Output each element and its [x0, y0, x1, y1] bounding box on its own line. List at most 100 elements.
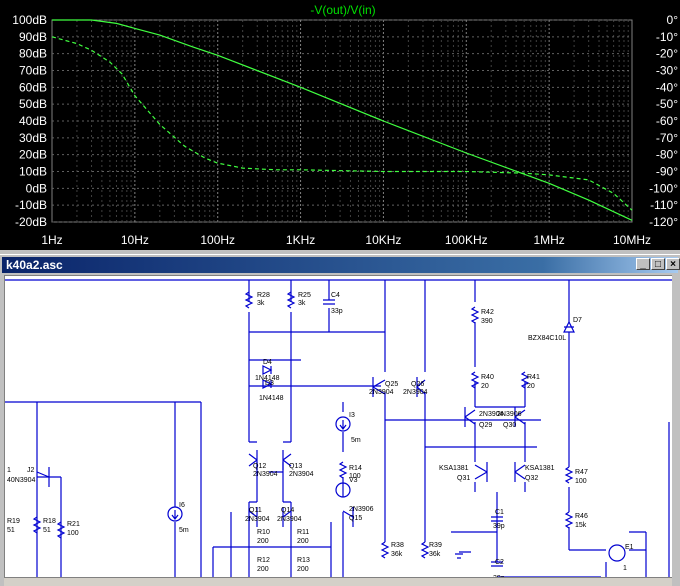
svg-text:KSA1381: KSA1381 [439, 465, 469, 472]
svg-text:I3: I3 [349, 412, 355, 419]
svg-text:100: 100 [575, 478, 587, 485]
svg-text:33p: 33p [331, 308, 343, 315]
svg-text:5m: 5m [179, 527, 189, 534]
y-tick-label-right: -30° [656, 64, 678, 78]
svg-text:100: 100 [67, 530, 79, 537]
phase-curve [51, 36, 633, 211]
svg-text:R40: R40 [481, 374, 494, 381]
horizontal-scrollbar[interactable] [4, 577, 672, 586]
schematic-window: k40a2.asc _ □ × [0, 254, 680, 586]
y-tick-label-left: 50dB [19, 97, 47, 111]
y-tick-label-right: -20° [656, 47, 678, 61]
svg-text:D7: D7 [573, 317, 582, 324]
x-tick-label: 10KHz [365, 233, 401, 247]
svg-text:KSA1381: KSA1381 [525, 465, 555, 472]
svg-text:20: 20 [527, 383, 535, 390]
svg-text:C1: C1 [495, 509, 504, 516]
svg-text:C2: C2 [495, 559, 504, 566]
svg-text:R14: R14 [349, 465, 362, 472]
x-tick-label: 10MHz [613, 233, 651, 247]
svg-text:Q11: Q11 [249, 507, 262, 514]
svg-text:Q13: Q13 [289, 463, 302, 470]
svg-text:1: 1 [623, 565, 627, 572]
y-tick-label-left: 10dB [19, 165, 47, 179]
svg-text:R21: R21 [67, 521, 80, 528]
svg-text:V3: V3 [349, 477, 358, 484]
y-tick-label-left: 70dB [19, 64, 47, 78]
svg-text:39p: 39p [493, 523, 505, 530]
svg-text:R41: R41 [527, 374, 540, 381]
svg-text:3k: 3k [257, 300, 265, 307]
y-tick-label-left: 60dB [19, 80, 47, 94]
y-tick-label-right: -90° [656, 165, 678, 179]
svg-text:51: 51 [43, 527, 51, 534]
svg-text:2N3904: 2N3904 [403, 389, 428, 396]
x-tick-label: 1MHz [533, 233, 564, 247]
svg-text:R10: R10 [257, 529, 270, 536]
svg-text:Q32: Q32 [525, 475, 538, 482]
window-titlebar[interactable]: k40a2.asc _ □ × [2, 257, 680, 273]
x-tick-label: 1Hz [41, 233, 62, 247]
y-tick-label-right: -120° [649, 215, 678, 229]
magnitude-curve [52, 19, 633, 221]
svg-text:200: 200 [257, 566, 269, 573]
svg-text:2N3904: 2N3904 [479, 411, 504, 418]
y-tick-label-right: -60° [656, 114, 678, 128]
svg-text:Q29: Q29 [479, 422, 492, 429]
svg-text:3k: 3k [298, 300, 306, 307]
svg-text:2N3904: 2N3904 [369, 389, 394, 396]
x-tick-label: 100Hz [200, 233, 235, 247]
svg-text:20: 20 [481, 383, 489, 390]
svg-text:Q31: Q31 [457, 475, 470, 482]
svg-text:E1: E1 [625, 544, 634, 551]
y-tick-label-left: 100dB [12, 13, 47, 27]
svg-text:R38: R38 [391, 542, 404, 549]
svg-text:1N4148: 1N4148 [255, 375, 280, 382]
minimize-button[interactable]: _ [636, 258, 650, 270]
svg-text:36k: 36k [391, 551, 403, 558]
svg-text:1N4148: 1N4148 [259, 395, 284, 402]
y-tick-label-left: -10dB [15, 198, 47, 212]
svg-text:R25: R25 [298, 292, 311, 299]
svg-text:2N3904: 2N3904 [253, 471, 278, 478]
svg-text:5m: 5m [351, 437, 361, 444]
svg-text:40N3904: 40N3904 [7, 477, 36, 484]
svg-text:Q15: Q15 [349, 515, 362, 522]
svg-text:R18: R18 [43, 518, 56, 525]
svg-text:Q30: Q30 [503, 422, 516, 429]
svg-text:1: 1 [7, 467, 11, 474]
close-button[interactable]: × [666, 258, 680, 270]
svg-text:51: 51 [7, 527, 15, 534]
components [32, 291, 626, 567]
svg-text:36k: 36k [429, 551, 441, 558]
svg-text:I6: I6 [179, 502, 185, 509]
x-tick-label: 1KHz [286, 233, 315, 247]
svg-text:R11: R11 [297, 529, 309, 536]
svg-text:15k: 15k [575, 522, 587, 529]
svg-text:200: 200 [297, 538, 309, 545]
plot-title[interactable]: -V(out)/V(in) [310, 3, 375, 17]
y-tick-label-right: -100° [649, 181, 678, 195]
y-tick-label-right: -10° [656, 30, 678, 44]
svg-text:2N3904: 2N3904 [277, 516, 302, 523]
svg-text:200: 200 [297, 566, 309, 573]
svg-text:2N3906: 2N3906 [349, 506, 374, 513]
y-tick-label-right: -50° [656, 97, 678, 111]
maximize-button[interactable]: □ [651, 258, 665, 270]
y-tick-label-right: -80° [656, 148, 678, 162]
x-tick-label: 100KHz [445, 233, 488, 247]
window-title: k40a2.asc [6, 258, 63, 272]
svg-text:R12: R12 [257, 557, 270, 564]
svg-text:R46: R46 [575, 513, 588, 520]
svg-text:D3: D3 [265, 380, 274, 387]
y-tick-label-left: 80dB [19, 47, 47, 61]
svg-text:R42: R42 [481, 309, 494, 316]
svg-text:Q25: Q25 [385, 381, 398, 388]
svg-text:BZX84C10L: BZX84C10L [528, 335, 566, 342]
svg-text:R13: R13 [297, 557, 310, 564]
svg-text:R47: R47 [575, 469, 588, 476]
y-tick-label-right: -40° [656, 80, 678, 94]
